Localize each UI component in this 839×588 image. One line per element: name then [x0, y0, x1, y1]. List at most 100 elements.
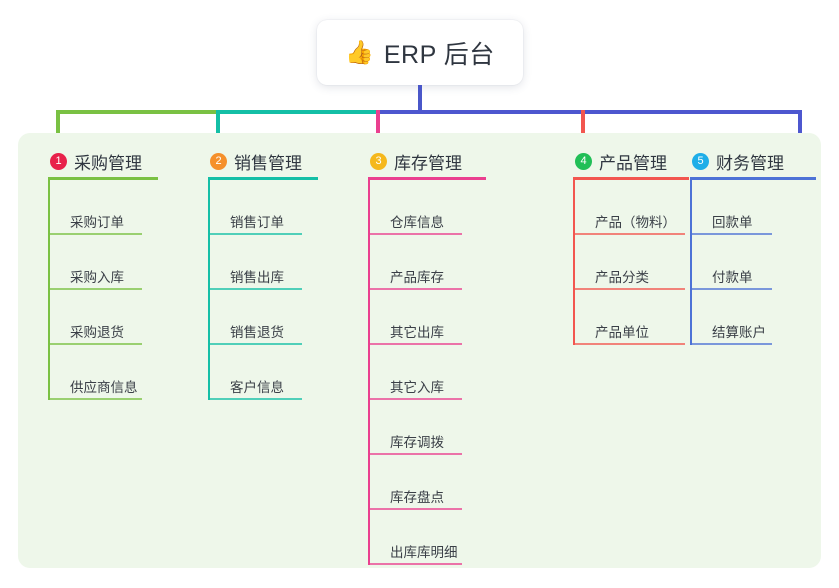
branch-item-label: 客户信息 — [230, 380, 284, 395]
branch-item-label: 销售订单 — [230, 215, 284, 230]
branch-item-list: 回款单付款单结算账户 — [690, 180, 816, 345]
branch-item-rule — [370, 453, 462, 455]
branch-item-rule — [210, 288, 302, 290]
branch-item-label: 库存调拨 — [390, 435, 444, 450]
branch-item-list: 销售订单销售出库销售退货客户信息 — [208, 180, 318, 400]
branch-item-rule — [575, 233, 685, 235]
root-node[interactable]: 👍 ERP 后台 — [317, 20, 523, 85]
branch-item[interactable]: 产品（物料） — [575, 180, 689, 235]
drop-stem-5 — [798, 110, 802, 150]
branch-header-3[interactable]: 3 库存管理 — [356, 145, 486, 177]
branch-spine — [48, 180, 50, 400]
branch-header-rule — [208, 177, 318, 180]
branch-item[interactable]: 其它出库 — [370, 290, 486, 345]
branch-spine — [573, 180, 575, 345]
branch-number-badge: 1 — [50, 152, 67, 170]
branch-item-rule — [50, 343, 142, 345]
branch-spine — [690, 180, 692, 345]
branch-item[interactable]: 库存盘点 — [370, 455, 486, 510]
branch-item[interactable]: 库存调拨 — [370, 400, 486, 455]
branch-item-rule — [370, 343, 462, 345]
branch-title: 采购管理 — [74, 153, 142, 173]
branch-item[interactable]: 其它入库 — [370, 345, 486, 400]
branch-item-rule — [50, 288, 142, 290]
branch-item-rule — [370, 563, 462, 565]
branch-item-label: 产品库存 — [390, 270, 444, 285]
branch-item-label: 采购入库 — [70, 270, 124, 285]
branch-title: 库存管理 — [394, 153, 462, 173]
branch-spine — [208, 180, 210, 400]
branch-item-label: 销售出库 — [230, 270, 284, 285]
branch-item[interactable]: 出库库明细 — [370, 510, 486, 565]
branch-item[interactable]: 采购订单 — [50, 180, 158, 235]
branch-item-label: 产品（物料） — [595, 215, 676, 230]
branch-item-label: 产品分类 — [595, 270, 649, 285]
branch-header-1[interactable]: 1 采购管理 — [36, 145, 158, 177]
branch-item[interactable]: 采购退货 — [50, 290, 158, 345]
branch-item[interactable]: 销售退货 — [210, 290, 318, 345]
branch-item-rule — [50, 398, 142, 400]
branch-item-label: 结算账户 — [712, 325, 766, 340]
bus-segment-2 — [216, 110, 376, 114]
branch-item-list: 产品（物料） 产品分类产品单位 — [573, 180, 689, 345]
branch-header-rule — [690, 177, 816, 180]
branch-item[interactable]: 仓库信息 — [370, 180, 486, 235]
branch-item[interactable]: 销售出库 — [210, 235, 318, 290]
branch-item-list: 采购订单采购入库采购退货供应商信息 — [48, 180, 158, 400]
branch-item-rule — [50, 233, 142, 235]
branch-item[interactable]: 供应商信息 — [50, 345, 158, 400]
branch-item[interactable]: 客户信息 — [210, 345, 318, 400]
branch-item[interactable]: 结算账户 — [692, 290, 816, 345]
branch-item-rule — [370, 398, 462, 400]
branch-item[interactable]: 回款单 — [692, 180, 816, 235]
branch-item-rule — [692, 233, 772, 235]
branch-item-rule — [370, 288, 462, 290]
branch-item[interactable]: 销售订单 — [210, 180, 318, 235]
branch-number-badge: 3 — [370, 152, 387, 170]
branch-item[interactable]: 产品库存 — [370, 235, 486, 290]
branch-item-label: 供应商信息 — [70, 380, 138, 395]
branch-column-3: 3 库存管理仓库信息产品库存其它出库其它入库库存调拨库存盘点出库库明细 — [356, 145, 486, 565]
branch-item-label: 销售退货 — [230, 325, 284, 340]
branches-panel — [18, 133, 821, 568]
branch-item-rule — [210, 398, 302, 400]
branch-spine — [368, 180, 370, 565]
branch-item[interactable]: 产品单位 — [575, 290, 689, 345]
root-node-label: ERP 后台 — [383, 40, 495, 69]
branch-item-label: 其它出库 — [390, 325, 444, 340]
branch-header-rule — [368, 177, 486, 180]
branch-title: 产品管理 — [599, 153, 667, 173]
bus-segment-1 — [56, 110, 216, 114]
branch-title: 财务管理 — [716, 153, 784, 173]
branch-header-rule — [48, 177, 158, 180]
branch-item-label: 库存盘点 — [390, 490, 444, 505]
branch-item-label: 出库库明细 — [390, 545, 458, 560]
branch-item-label: 其它入库 — [390, 380, 444, 395]
branch-column-1: 1 采购管理采购订单采购入库采购退货供应商信息 — [36, 145, 158, 400]
branch-item-rule — [210, 343, 302, 345]
branch-item[interactable]: 产品分类 — [575, 235, 689, 290]
branch-header-2[interactable]: 2 销售管理 — [196, 145, 318, 177]
branch-header-rule — [573, 177, 689, 180]
branch-item-label: 产品单位 — [595, 325, 649, 340]
drop-stem-3 — [376, 110, 380, 150]
thumbs-up-icon: 👍 — [345, 39, 374, 65]
branch-item-list: 仓库信息产品库存其它出库其它入库库存调拨库存盘点出库库明细 — [368, 180, 486, 565]
branch-item-label: 回款单 — [712, 215, 753, 230]
branch-column-2: 2 销售管理销售订单销售出库销售退货客户信息 — [196, 145, 318, 400]
branch-title: 销售管理 — [234, 153, 302, 173]
branch-item[interactable]: 采购入库 — [50, 235, 158, 290]
branch-item[interactable]: 付款单 — [692, 235, 816, 290]
drop-stem-4 — [581, 110, 585, 150]
drop-stem-1 — [56, 110, 60, 150]
branch-number-badge: 2 — [210, 152, 227, 170]
branch-item-label: 仓库信息 — [390, 215, 444, 230]
branch-item-label: 付款单 — [712, 270, 753, 285]
branch-item-rule — [692, 343, 772, 345]
branch-item-rule — [575, 343, 685, 345]
